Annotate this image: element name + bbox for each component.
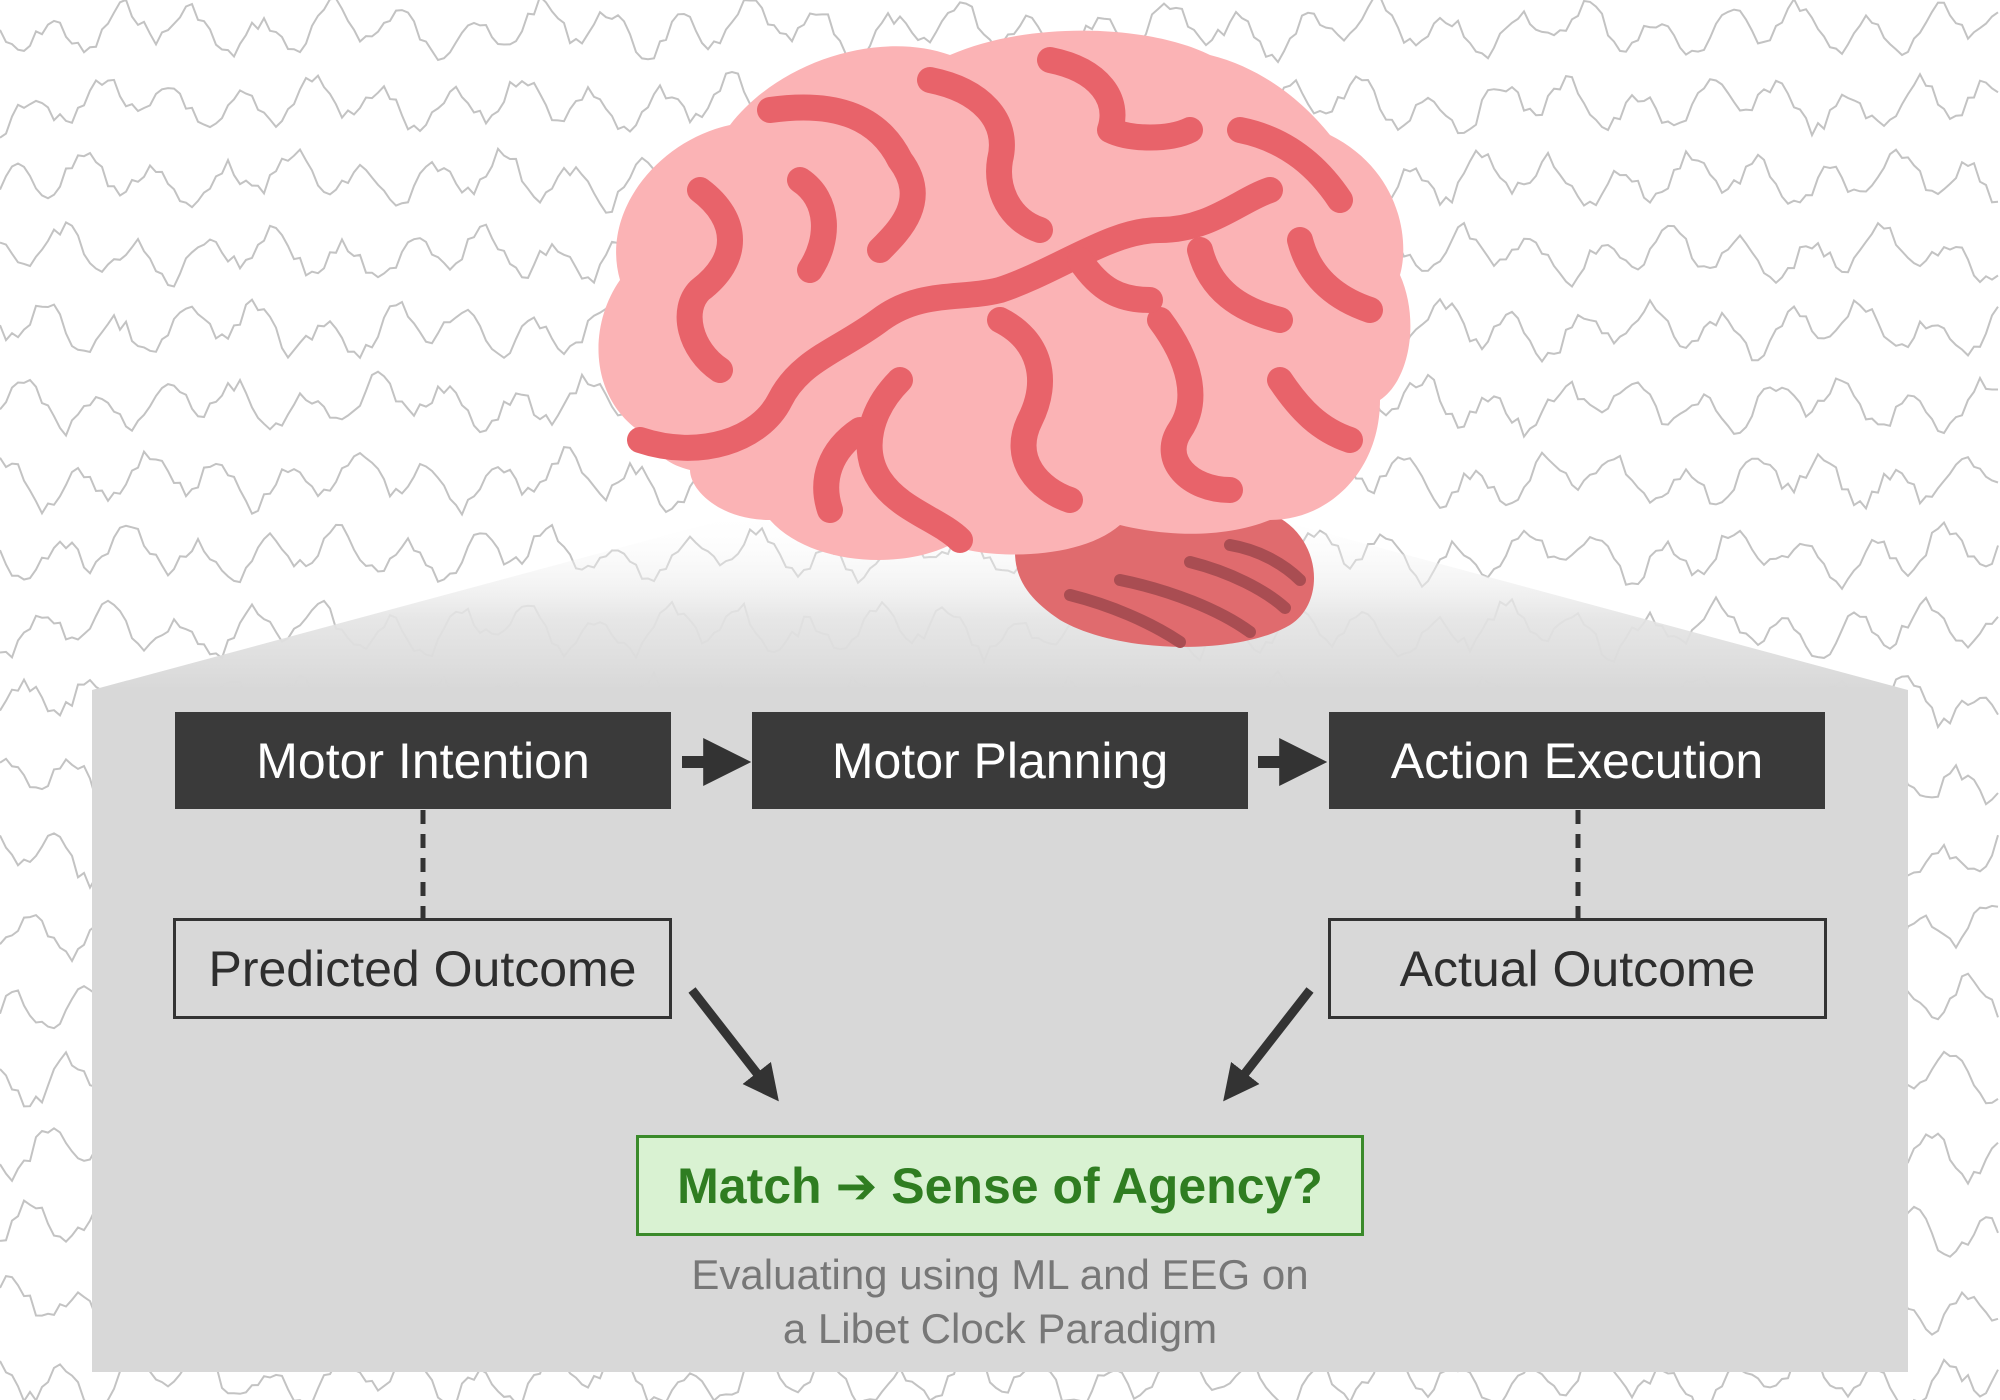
step-connectors — [420, 738, 1581, 1102]
brain-icon — [598, 30, 1411, 648]
caption: Evaluating using ML and EEG on a Libet C… — [500, 1248, 1500, 1356]
arrow-predicted-to-match — [688, 987, 779, 1102]
caption-line-1: Evaluating using ML and EEG on — [691, 1251, 1309, 1298]
caption-line-2: a Libet Clock Paradigm — [782, 1305, 1218, 1352]
actual-outcome-box: Actual Outcome — [1328, 918, 1827, 1019]
step-motor-planning: Motor Planning — [752, 712, 1248, 809]
sense-of-agency-match-box: Match ➔ Sense of Agency? — [636, 1135, 1364, 1236]
arrow-actual-to-match — [1223, 987, 1314, 1102]
step-motor-intention: Motor Intention — [175, 712, 671, 809]
panel-roof — [92, 510, 1908, 690]
step-action-execution: Action Execution — [1329, 712, 1825, 809]
predicted-outcome-box: Predicted Outcome — [173, 918, 672, 1019]
